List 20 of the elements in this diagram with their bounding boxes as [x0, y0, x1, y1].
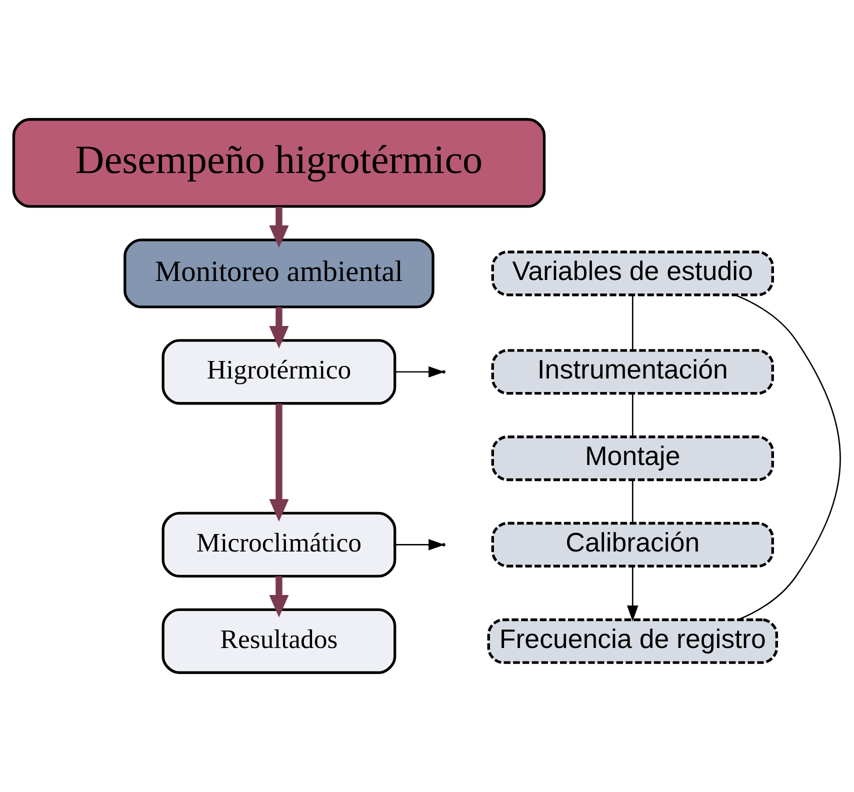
node-box: Desempeño higrotérmico [12, 118, 546, 208]
connector [632, 480, 634, 523]
arrow [395, 539, 445, 550]
arrow [269, 206, 289, 248]
node-box: Variables de estudio [491, 250, 774, 296]
node-box: Higrotérmico [162, 339, 396, 405]
node-box: Instrumentación [491, 349, 774, 395]
node-box: Resultados [162, 608, 396, 674]
node-box: Calibración [491, 522, 774, 568]
connector [632, 394, 634, 436]
arrow [269, 404, 289, 522]
node-box: Monitoreo ambiental [124, 238, 434, 308]
arrow [269, 576, 289, 618]
node-box: Microclimático [162, 512, 396, 578]
arrow [627, 566, 638, 622]
arrow [269, 307, 289, 348]
node-box: Montaje [491, 436, 774, 482]
connector [735, 294, 841, 620]
connector [632, 295, 634, 350]
node-box: Frecuencia de registro [487, 618, 778, 664]
